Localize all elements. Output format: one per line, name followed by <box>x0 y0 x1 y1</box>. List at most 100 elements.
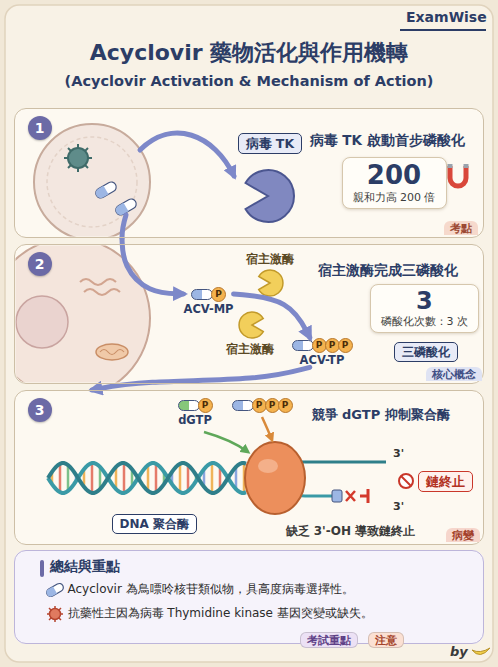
step-number-badge: 1 <box>28 116 52 140</box>
tag-label: 病變 <box>452 529 474 542</box>
dna-strand <box>305 495 332 498</box>
phosphate-label: P <box>211 287 226 302</box>
brand-name: ExamWise <box>406 9 487 26</box>
base-pair <box>59 464 62 493</box>
step-panel: 病毒 TK 啟動首步磷酸化1病毒 TK200親和力高 200 倍考點 <box>14 108 484 238</box>
flow-arrow <box>234 294 310 338</box>
base-pair <box>67 465 70 491</box>
molecule-name: dGTP <box>178 414 213 428</box>
panel-fill <box>14 390 484 545</box>
flow-arrow <box>92 367 310 390</box>
step-panel: 宿主激酶完成三磷酸化 2PACV-MP 3磷酸化次數：3 次 PPPACV-TP 三磷酸… <box>14 244 484 384</box>
box-label: 鏈終止 <box>426 474 465 489</box>
dna-strand <box>305 461 386 464</box>
molecule-name: ACV-MP <box>184 303 234 317</box>
incorporated-acv <box>332 490 342 502</box>
dna-strand <box>48 463 246 493</box>
dna-strand <box>48 463 246 493</box>
banana-icon <box>472 648 490 655</box>
flow-arrow <box>122 238 184 294</box>
dna-polymerase <box>245 442 305 514</box>
termination-bar <box>360 489 368 503</box>
base-pair <box>147 465 150 491</box>
panel-text: 病毒 TK 啟動首步磷酸化 <box>310 132 465 148</box>
capsule-icon <box>232 400 254 411</box>
callout-text: 親和力高 200 倍 <box>353 191 436 204</box>
enzyme-label-box: 病毒 TK <box>238 133 303 154</box>
molecule-name: ACV-TP <box>292 354 353 368</box>
panel-fill <box>14 550 484 644</box>
callout-text: 3 <box>381 287 469 316</box>
tag-label: 考點 <box>450 222 472 235</box>
arrow-tail <box>122 215 126 238</box>
capsule-icon <box>178 400 200 411</box>
kinase-label: 宿主激酶 <box>226 343 274 357</box>
summary-panel: 總結與重點Acyclovir 為鳥嘌呤核苷類似物，具高度病毒選擇性。抗藥性主因為… <box>14 550 484 644</box>
corner-tag: 核心概念 <box>426 367 482 382</box>
callout-text: 200 <box>353 160 436 191</box>
panel-text: 抗藥性主因為病毒 Thymidine kinase 基因突變或缺失。 <box>68 606 373 620</box>
competition-arrow <box>262 417 272 440</box>
termination-box: 鏈終止 <box>418 471 473 492</box>
subtitle: (Acyclovir Activation & Mechanism of Act… <box>0 73 498 90</box>
title: Acyclovir 藥物活化與作用機轉 <box>0 40 498 66</box>
base-pair <box>187 465 190 491</box>
drug-capsule <box>94 180 118 200</box>
corner-tag: 病變 <box>446 528 480 543</box>
credit: by <box>450 644 468 660</box>
enzyme-label-box: DNA 聚合酶 <box>112 514 197 534</box>
drug-molecule: PACV-MP <box>184 287 234 317</box>
step-number-badge: 2 <box>28 252 52 276</box>
callout-text: 磷酸化次數：3 次 <box>381 315 469 328</box>
drug-molecule: PPPACV-TP <box>292 338 353 368</box>
strand-end-label: 3' <box>393 447 404 460</box>
molecule-row: P <box>184 287 234 302</box>
uptake-arrow <box>140 133 234 176</box>
step-number-badge: 3 <box>28 398 52 422</box>
host-kinase <box>239 312 263 338</box>
tag-label: 考試重點 <box>307 634 351 647</box>
base-pair <box>123 463 126 493</box>
step-panel: 競爭 dGTP 抑制聚合酶缺乏 3'-OH 導致鏈終止 3 PdGTP PPP 鏈終止 D… <box>14 390 484 545</box>
note-tag: 注意 <box>368 632 404 649</box>
tag-label: 核心概念 <box>432 368 476 381</box>
magnet-icon <box>450 164 466 186</box>
capsule-icon <box>45 582 65 598</box>
step-number: 2 <box>28 252 52 276</box>
competition-arrow <box>204 432 248 452</box>
infected-cell <box>34 124 150 237</box>
base-pair <box>91 463 94 493</box>
kinase-label: 宿主激酶 <box>246 253 294 267</box>
molecule-row: P <box>178 398 213 413</box>
heading-bar <box>40 560 44 577</box>
note-tag: 考試重點 <box>300 632 358 649</box>
step-number: 1 <box>28 116 52 140</box>
polymerase-highlight <box>258 459 278 473</box>
box-label: 三磷酸化 <box>402 345 450 359</box>
base-pair <box>211 463 214 493</box>
panel-text: 宿主激酶完成三磷酸化 <box>318 262 458 278</box>
capsule-icon <box>191 289 213 300</box>
box-label: DNA 聚合酶 <box>120 517 189 531</box>
drug-molecule: PPP <box>232 398 293 413</box>
brand-underline <box>400 29 486 31</box>
corner-tag: 考點 <box>444 221 478 236</box>
panel-text: 競爭 dGTP 抑制聚合酶 <box>312 407 450 423</box>
prohibited-icon <box>399 474 413 488</box>
base-pair <box>155 464 158 493</box>
virus-icon <box>64 144 92 172</box>
molecule-row: PPP <box>232 398 293 413</box>
strand-end-label: 3' <box>393 500 404 513</box>
panel-text: 缺乏 3'-OH 導致鏈終止 <box>286 524 416 538</box>
concept-box: 三磷酸化 <box>394 342 458 362</box>
box-label: 病毒 TK <box>246 136 295 151</box>
tag-label: 注意 <box>375 634 397 647</box>
key-number-callout: 200親和力高 200 倍 <box>342 157 447 209</box>
phosphate-label: P <box>278 398 293 413</box>
virus-icon <box>47 606 63 622</box>
host-kinase <box>259 270 283 296</box>
capsule-icon <box>292 340 314 351</box>
molecule-row: PPP <box>292 338 353 353</box>
panel-text: 總結與重點 <box>50 558 120 575</box>
